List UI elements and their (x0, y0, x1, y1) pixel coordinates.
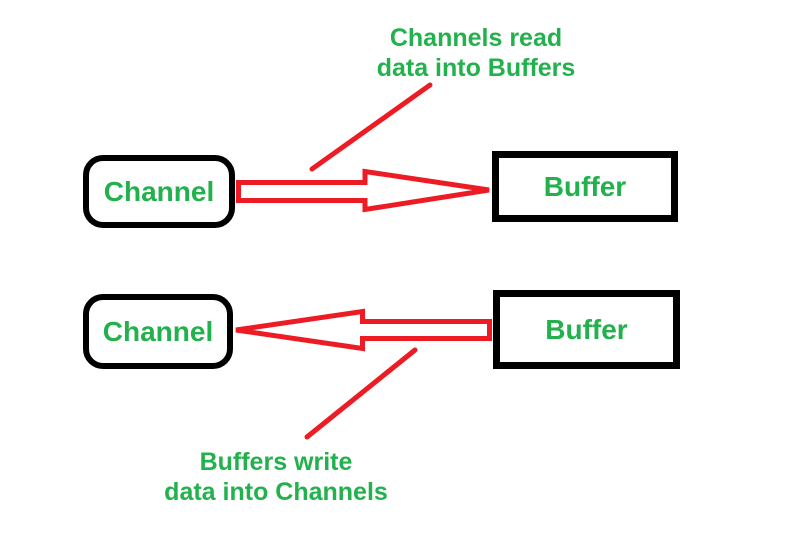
channel-box-top-label: Channel (103, 175, 215, 207)
annotation-line-1: Channels read (389, 24, 563, 52)
write-arrow-left-icon (235, 308, 492, 352)
buffer-box-top-label: Buffer (543, 170, 627, 202)
leader-line-bottom (304, 347, 418, 440)
channel-box-bottom-label: Channel (102, 315, 214, 347)
read-arrow-right-icon (236, 168, 490, 213)
buffer-box-top: Buffer (492, 151, 678, 222)
annotation-line-1: Buffers write (199, 448, 353, 476)
annotation-channels-read: Channels read data into Buffers (377, 23, 576, 83)
annotation-line-2: data into Channels (164, 478, 388, 506)
buffer-box-bottom-label: Buffer (545, 313, 628, 345)
annotation-line-2: data into Buffers (376, 54, 576, 82)
buffer-box-bottom: Buffer (493, 290, 680, 369)
annotation-buffers-write: Buffers write data into Channels (164, 447, 388, 507)
channel-box-top: Channel (83, 155, 235, 228)
leader-line-top (309, 82, 433, 172)
channel-box-bottom: Channel (83, 294, 233, 369)
